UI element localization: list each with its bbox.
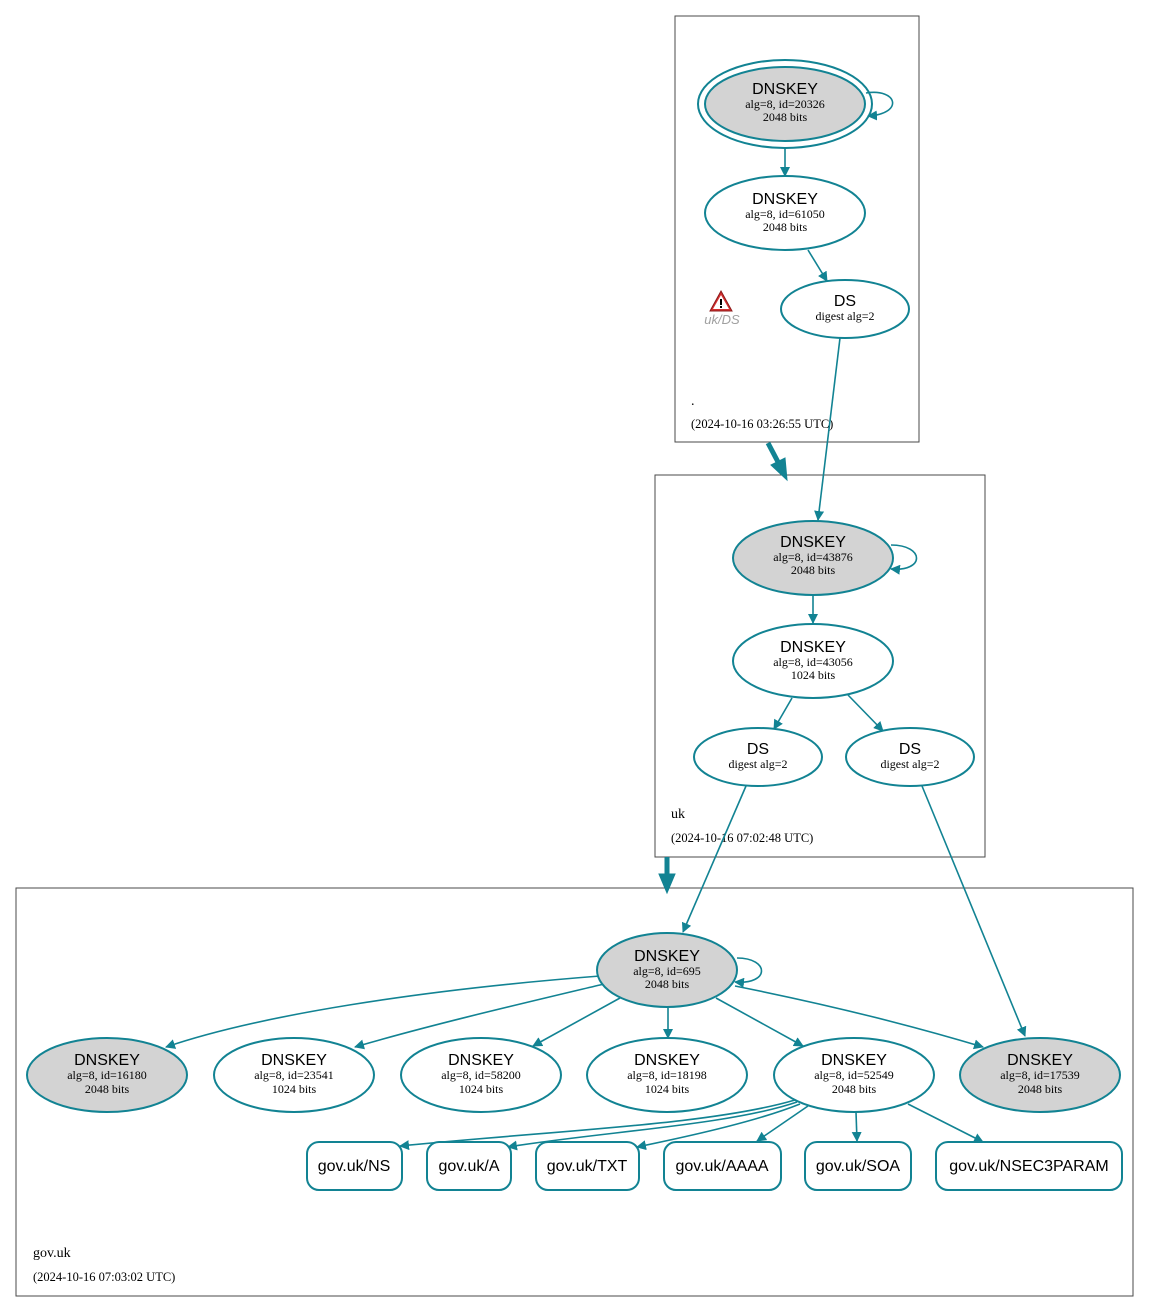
dnskey-node-gov-ksk[interactable]: DNSKEY alg=8, id=695 2048 bits [596, 932, 738, 1008]
edge-root-ksk-self [865, 91, 894, 121]
edge-gov-ksk-self [734, 957, 763, 988]
dnskey-alg-id: alg=8, id=18198 [627, 1068, 707, 1082]
edge-gov-ksk-17539 [734, 985, 984, 1050]
dnskey-title: DNSKEY [752, 81, 818, 98]
ds-digest: digest alg=2 [815, 309, 874, 323]
ds-title: DS [899, 741, 921, 758]
dnskey-bits: 2048 bits [1018, 1082, 1063, 1096]
edge-gov-52549-nsec3param [907, 1103, 984, 1143]
dnskey-title: DNSKEY [752, 191, 818, 208]
zone-gov-uk-timestamp: (2024-10-16 07:03:02 UTC) [33, 1270, 175, 1284]
ds-node-root[interactable]: DS digest alg=2 [780, 279, 910, 339]
ds-digest: digest alg=2 [728, 757, 787, 771]
dnskey-node-gov-23541[interactable]: DNSKEY alg=8, id=23541 1024 bits [213, 1037, 375, 1113]
rrset-node-txt[interactable]: gov.uk/TXT [535, 1141, 640, 1191]
edge-root-zsk-ds [807, 249, 828, 282]
dnskey-alg-id: alg=8, id=23541 [254, 1068, 334, 1082]
dnskey-bits: 2048 bits [85, 1082, 130, 1096]
dnskey-alg-id: alg=8, id=61050 [745, 207, 825, 221]
dnskey-title: DNSKEY [634, 1052, 700, 1069]
dnskey-bits: 1024 bits [272, 1082, 317, 1096]
edge-root-ds-uk-ksk [814, 337, 841, 521]
dnskey-bits: 2048 bits [791, 563, 836, 577]
ds-node-uk-1[interactable]: DS digest alg=2 [693, 727, 823, 787]
dnskey-alg-id: alg=8, id=16180 [67, 1068, 147, 1082]
dnskey-title: DNSKEY [261, 1052, 327, 1069]
rrset-node-ns[interactable]: gov.uk/NS [306, 1141, 403, 1191]
dnskey-alg-id: alg=8, id=52549 [814, 1068, 894, 1082]
dnskey-node-root-ksk[interactable]: DNSKEY alg=8, id=20326 2048 bits [697, 59, 873, 149]
dnskey-bits: 2048 bits [763, 110, 808, 124]
rrset-node-soa[interactable]: gov.uk/SOA [804, 1141, 912, 1191]
zone-uk-name: uk [671, 807, 685, 822]
edge-uk-ksk-self [890, 544, 918, 575]
zone-root-timestamp: (2024-10-16 03:26:55 UTC) [691, 417, 833, 431]
delegation-arrow-root-uk [765, 441, 788, 482]
dnskey-title: DNSKEY [780, 639, 846, 656]
rrset-label: gov.uk/A [438, 1158, 499, 1175]
dnskey-title: DNSKEY [1007, 1052, 1073, 1069]
edge-gov-52549-txt [636, 1103, 801, 1151]
warning-label: uk/DS [704, 312, 740, 327]
dnskey-alg-id: alg=8, id=58200 [441, 1068, 521, 1082]
rrset-label: gov.uk/AAAA [675, 1158, 768, 1175]
warning-triangle-icon[interactable] [709, 289, 733, 312]
zone-gov-uk-name: gov.uk [33, 1246, 71, 1261]
dnskey-bits: 1024 bits [645, 1082, 690, 1096]
dnskey-node-uk-ksk[interactable]: DNSKEY alg=8, id=43876 2048 bits [732, 520, 894, 596]
dnskey-title: DNSKEY [821, 1052, 887, 1069]
dnskey-bits: 2048 bits [645, 977, 690, 991]
dnskey-bits: 2048 bits [763, 220, 808, 234]
dnskey-title: DNSKEY [448, 1052, 514, 1069]
ds-node-uk-2[interactable]: DS digest alg=2 [845, 727, 975, 787]
edge-gov-ksk-16180 [165, 975, 601, 1049]
edge-gov-52549-ns [399, 1099, 796, 1151]
zone-root-name: . [691, 394, 695, 409]
rrset-node-nsec3param[interactable]: gov.uk/NSEC3PARAM [935, 1141, 1123, 1191]
dnskey-bits: 2048 bits [832, 1082, 877, 1096]
ds-title: DS [834, 293, 856, 310]
dnskey-node-gov-17539[interactable]: DNSKEY alg=8, id=17539 2048 bits [959, 1037, 1121, 1113]
edge-gov-52549-aaaa [756, 1105, 809, 1142]
edge-gov-ksk-52549 [715, 997, 804, 1047]
dnskey-title: DNSKEY [74, 1052, 140, 1069]
dnskey-alg-id: alg=8, id=43056 [773, 655, 853, 669]
rrset-node-aaaa[interactable]: gov.uk/AAAA [663, 1141, 782, 1191]
delegation-arrow-uk-gov [658, 857, 676, 895]
edge-gov-ksk-23541 [354, 983, 605, 1050]
dnskey-node-uk-zsk[interactable]: DNSKEY alg=8, id=43056 1024 bits [732, 623, 894, 699]
dnskey-node-gov-16180[interactable]: DNSKEY alg=8, id=16180 2048 bits [26, 1037, 188, 1113]
dnskey-node-root-zsk[interactable]: DNSKEY alg=8, id=61050 2048 bits [704, 175, 866, 251]
edge-uk-zsk-ds2 [847, 694, 884, 732]
dnskey-title: DNSKEY [634, 948, 700, 965]
dnskey-alg-id: alg=8, id=17539 [1000, 1068, 1080, 1082]
rrset-label: gov.uk/TXT [547, 1158, 628, 1175]
edge-gov-52549-soa [851, 1111, 862, 1142]
dnskey-node-gov-18198[interactable]: DNSKEY alg=8, id=18198 1024 bits [586, 1037, 748, 1113]
dnskey-title: DNSKEY [780, 534, 846, 551]
dnskey-bits: 1024 bits [459, 1082, 504, 1096]
rrset-label: gov.uk/SOA [816, 1158, 901, 1175]
dnskey-node-gov-58200[interactable]: DNSKEY alg=8, id=58200 1024 bits [400, 1037, 562, 1113]
edge-uk-zsk-ds1 [773, 697, 793, 730]
edge-uk-ds1-gov-ksk [681, 785, 747, 933]
dnskey-bits: 1024 bits [791, 668, 836, 682]
rrset-label: gov.uk/NSEC3PARAM [949, 1158, 1108, 1175]
ds-digest: digest alg=2 [880, 757, 939, 771]
rrset-label: gov.uk/NS [318, 1158, 391, 1175]
dnskey-alg-id: alg=8, id=695 [633, 964, 701, 978]
edge-uk-ds2-gov-17539 [921, 785, 1027, 1037]
zone-uk-timestamp: (2024-10-16 07:02:48 UTC) [671, 831, 813, 845]
edge-gov-ksk-58200 [532, 997, 621, 1047]
rrset-node-a[interactable]: gov.uk/A [426, 1141, 512, 1191]
zone-gov-uk-box [15, 887, 1134, 1297]
dnskey-node-gov-52549[interactable]: DNSKEY alg=8, id=52549 2048 bits [773, 1037, 935, 1113]
dnskey-alg-id: alg=8, id=20326 [745, 97, 825, 111]
ds-title: DS [747, 741, 769, 758]
dnskey-alg-id: alg=8, id=43876 [773, 550, 853, 564]
